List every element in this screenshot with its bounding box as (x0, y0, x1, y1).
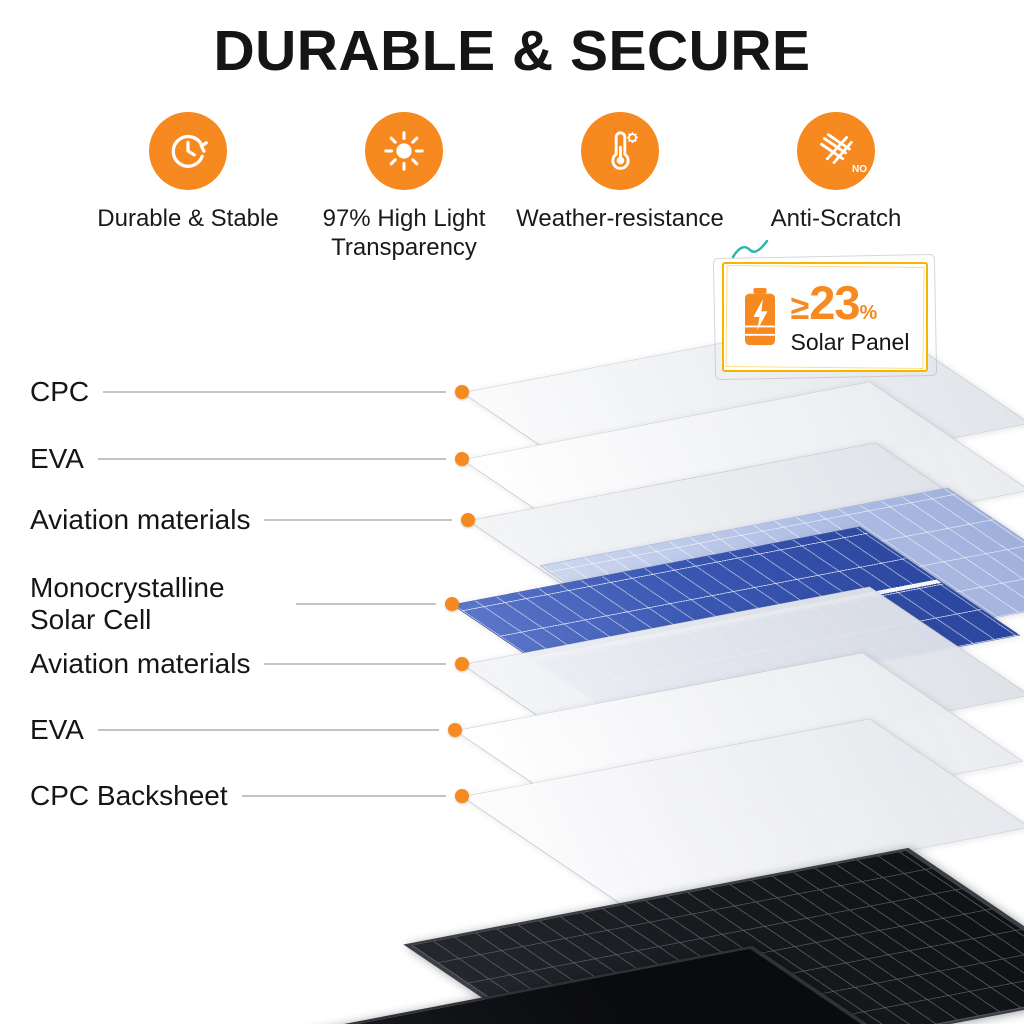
battery-bolt-icon (744, 287, 775, 346)
feature-row: Durable & Stable (80, 112, 944, 263)
leader-line (241, 795, 446, 798)
layer-label: EVA (30, 443, 84, 474)
feature-light-transparency: 97% High Light Transparency (296, 112, 512, 263)
layer-label: CPC Backsheet (30, 780, 228, 811)
leader-line (97, 458, 446, 461)
geq-symbol: ≥ (790, 288, 810, 327)
feature-label: Weather-resistance (516, 205, 724, 232)
layer-label-row-aviation-bottom: Aviation materials (30, 648, 469, 680)
sun-icon (365, 112, 443, 190)
layer-dot (455, 789, 469, 804)
layer-label: Aviation materials (30, 504, 251, 535)
layer-label-row-eva-bottom: EVA (30, 714, 462, 746)
layer-label: EVA (30, 714, 84, 745)
layer-dot (445, 597, 459, 612)
layer-label-row-eva-top: EVA (30, 443, 469, 475)
no-label: NO (852, 164, 867, 175)
clock-refresh-icon (149, 112, 227, 190)
layer-label-row-monocrystalline: Monocrystalline Solar Cell (30, 572, 459, 636)
thermometer-gear-icon (581, 112, 659, 190)
feature-label: Anti-Scratch (770, 205, 902, 232)
feature-label: Durable & Stable (97, 205, 279, 232)
layer-dot (455, 657, 469, 672)
layer-label-row-cpc: CPC (30, 376, 469, 408)
layer-label-row-cpc-backsheet: CPC Backsheet (30, 780, 469, 812)
efficiency-badge: ≥23% Solar Panel (722, 239, 928, 372)
badge-label: Solar Panel (790, 328, 910, 355)
layer-dot (455, 385, 469, 400)
leader-line (97, 729, 439, 732)
badge-value: ≥23% (790, 275, 878, 329)
layer-dot (455, 452, 469, 467)
leader-line (264, 663, 446, 666)
layer-label: CPC (30, 376, 90, 407)
feature-weather-resistance: Weather-resistance (512, 112, 728, 263)
layer-dot (461, 513, 475, 528)
layer-label-row-aviation-top: Aviation materials (30, 504, 475, 536)
layer-label: Aviation materials (30, 648, 251, 679)
feature-label: 97% High Light Transparency (322, 205, 486, 262)
layer-label: Monocrystalline Solar Cell (30, 572, 225, 636)
sparkle-doodle-icon (731, 239, 769, 259)
leader-line (296, 603, 436, 606)
no-scratch-icon: NO (797, 112, 875, 190)
badge-text: ≥23% Solar Panel (791, 279, 910, 356)
leader-line (264, 519, 452, 522)
page-title: DURABLE & SECURE (213, 19, 811, 83)
layer-dot (448, 723, 462, 738)
leader-line (103, 391, 446, 394)
feature-anti-scratch: NO Anti-Scratch (728, 112, 944, 263)
feature-durable-stable: Durable & Stable (80, 112, 296, 263)
